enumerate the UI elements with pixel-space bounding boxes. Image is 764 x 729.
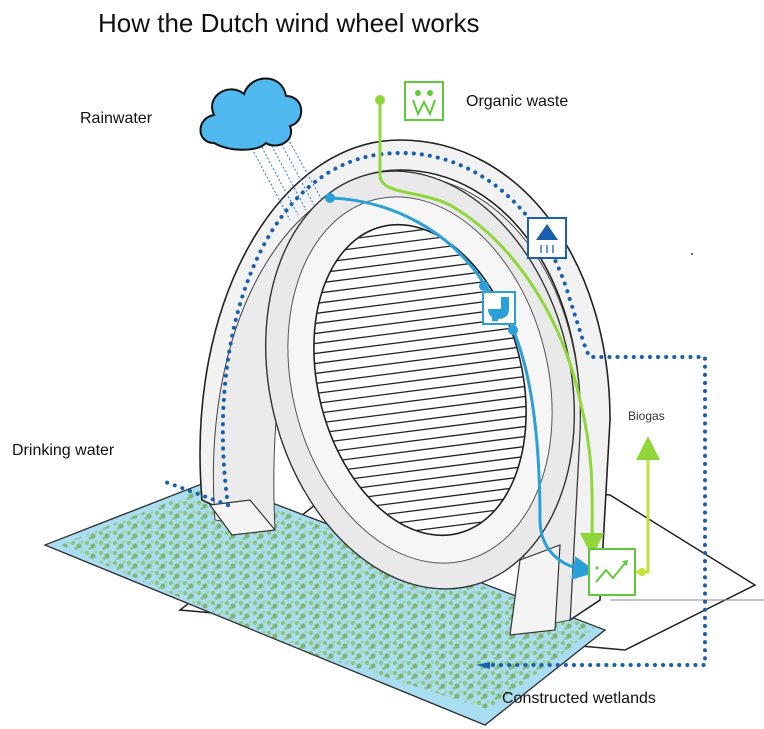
water-flow-line <box>329 196 585 570</box>
label-rainwater: Rainwater <box>80 110 153 127</box>
arch-leg-right <box>509 544 561 636</box>
grille-slat <box>282 361 558 399</box>
biogas-node <box>638 568 646 576</box>
toilet-icon <box>482 291 516 325</box>
cloud-icon <box>199 77 303 151</box>
grille-slat <box>282 371 558 409</box>
decor-dot <box>691 253 693 255</box>
organic-waste-start <box>375 95 385 105</box>
page-title: How the Dutch wind wheel works <box>98 8 480 38</box>
organic-waste-flow <box>378 100 605 557</box>
water-flow-node-2 <box>508 325 518 335</box>
digester-icon <box>588 548 636 596</box>
grille-slat <box>282 381 558 419</box>
shower-icon <box>527 217 567 259</box>
wetland-arrow <box>476 662 490 669</box>
grille-slat <box>282 341 558 379</box>
grille-slat <box>282 331 558 369</box>
grille-slat <box>282 391 558 429</box>
label-organic-waste: Organic waste <box>466 93 569 110</box>
label-biogas: Biogas <box>628 409 665 423</box>
label-drinking-water: Drinking water <box>12 442 115 459</box>
organic-waste-icon <box>404 81 444 121</box>
grille-slat <box>282 351 558 389</box>
arch-leg-left <box>208 499 277 536</box>
water-flow-node <box>479 281 489 291</box>
label-constructed-wetlands: Constructed wetlands <box>502 690 656 707</box>
water-flow-start <box>325 193 335 203</box>
constructed-wetland-base <box>43 479 607 726</box>
